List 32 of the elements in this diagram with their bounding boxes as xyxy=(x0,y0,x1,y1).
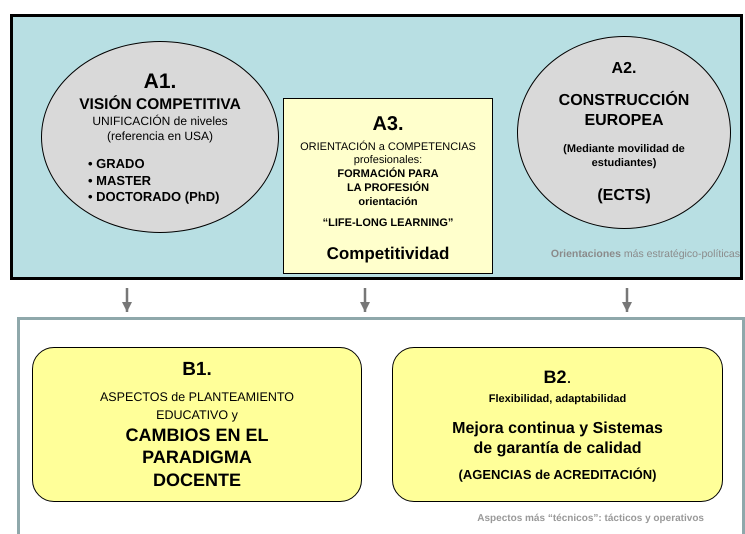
body-text: “LIFE-LONG LEARNING” xyxy=(322,217,454,232)
body-text: Competitividad xyxy=(326,243,450,264)
body-text: (AGENCIAS de ACREDITACIÓN) xyxy=(458,466,656,483)
arrow xyxy=(360,288,370,312)
aspect-box xyxy=(32,347,362,502)
body-text: Mejora continua y Sistemas de garantía de calidad xyxy=(451,418,664,458)
section-heading: A2. xyxy=(612,58,636,79)
strategic-panel xyxy=(10,14,743,280)
panel-note: Orientaciones más estratégico-políticas xyxy=(550,247,740,262)
body-text: • MASTER xyxy=(88,172,152,189)
body-text: (Mediante movilidad de estudiantes) xyxy=(562,142,686,170)
body-text: ASPECTOS de PLANTEAMIENTO EDUCATIVO y xyxy=(98,389,296,424)
body-text: Flexibilidad, adaptabilidad xyxy=(488,392,626,406)
panel-note: Aspectos más “técnicos”: tácticos y operativos xyxy=(477,512,704,526)
body-text: (ECTS) xyxy=(597,186,651,206)
arrow xyxy=(622,288,632,312)
body-text: UNIFICACIÓN de niveles (referencia en USA) xyxy=(91,114,229,144)
concept-box xyxy=(283,98,493,274)
body-text: FORMACIÓN PARA LA PROFESIÓN orientación xyxy=(336,168,440,210)
arrow xyxy=(122,288,132,312)
body-text: CAMBIOS EN EL PARADIGMA DOCENTE xyxy=(124,424,270,492)
aspect-box xyxy=(392,347,723,502)
body-text: CONSTRUCCIÓN EUROPEA xyxy=(558,90,690,131)
technical-panel xyxy=(17,317,745,534)
body-text: ORIENTACIÓN a COMPETENCIAS profesionales: xyxy=(299,140,477,167)
body-text: VISIÓN COMPETITIVA xyxy=(79,95,241,114)
section-heading: B1. xyxy=(182,358,212,382)
section-heading: A3. xyxy=(372,112,404,137)
body-text: • DOCTORADO (PhD) xyxy=(88,188,220,206)
body-text: • GRADO xyxy=(88,156,145,173)
section-heading: A1. xyxy=(144,68,176,95)
section-heading: B2. xyxy=(543,366,572,389)
